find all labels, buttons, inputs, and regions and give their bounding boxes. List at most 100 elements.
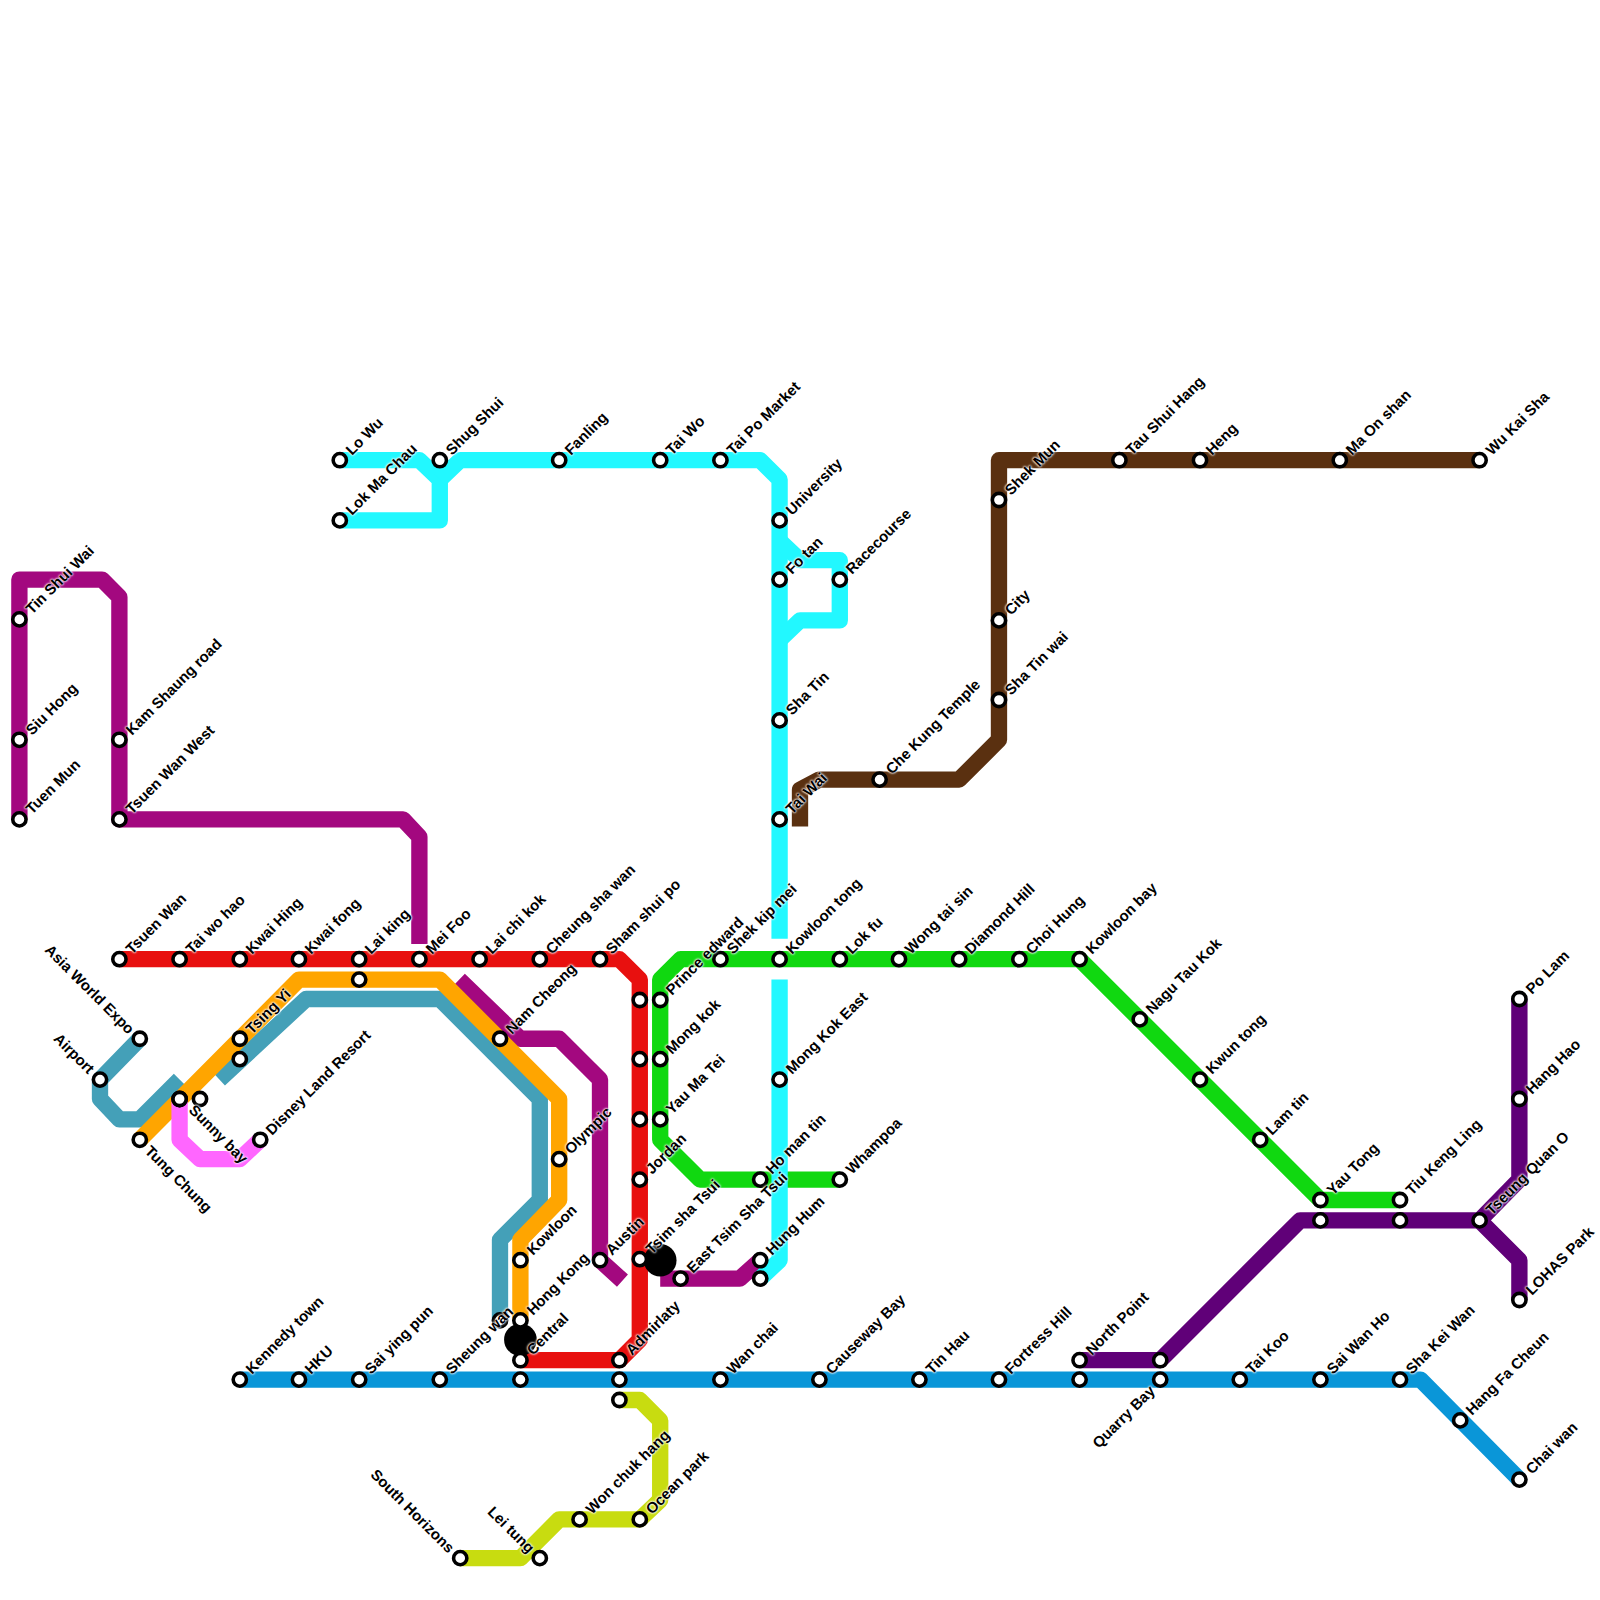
- station-label: Nagu Tau Kok: [1142, 935, 1225, 1018]
- station-dot: [353, 1373, 366, 1386]
- station-dot: [553, 454, 566, 467]
- station-dot: [333, 454, 346, 467]
- station-dot: [233, 1053, 246, 1066]
- station-label: Yau Tong: [1323, 1139, 1382, 1198]
- station-dot: [1333, 454, 1346, 467]
- line-purple: [19, 580, 419, 944]
- station-dot: [573, 1513, 586, 1526]
- station-label: Kwun tong: [1202, 1011, 1269, 1078]
- line-orange: [140, 980, 559, 1321]
- station-dot: [773, 714, 786, 727]
- station-label: Sha Tin wai: [1001, 628, 1071, 698]
- station-dot: [633, 1113, 646, 1126]
- station-dot: [654, 1053, 667, 1066]
- station-dot: [533, 1552, 546, 1565]
- line-teal: [219, 999, 539, 1320]
- station-label: Choi Hung: [1022, 891, 1088, 957]
- line-red: [119, 959, 639, 1360]
- station-label: Tai Wo: [662, 412, 708, 458]
- station-label: Lai king: [361, 905, 413, 957]
- station-label: Whampoa: [842, 1115, 905, 1178]
- station-dot: [773, 953, 786, 966]
- station-dot: [593, 953, 606, 966]
- station-dot: [514, 1314, 527, 1327]
- station-dot: [353, 973, 366, 986]
- station-dot: [1154, 1373, 1167, 1386]
- station-dot: [514, 1354, 527, 1367]
- station-dot: [633, 993, 646, 1006]
- station-dot: [1154, 1354, 1167, 1367]
- station-dot: [992, 493, 1005, 506]
- station-dot: [353, 953, 366, 966]
- station-label: Tau Shui Hang: [1122, 373, 1207, 458]
- station-dot: [654, 1113, 667, 1126]
- station-dot: [292, 953, 305, 966]
- station-dot: [1393, 1214, 1406, 1227]
- station-dot: [773, 1073, 786, 1086]
- station-label: Hang Hao: [1522, 1035, 1584, 1097]
- station-dot: [1454, 1414, 1467, 1427]
- station-dot: [1133, 1013, 1146, 1026]
- station-dot: [454, 1552, 467, 1565]
- station-dot: [1254, 1133, 1267, 1146]
- station-label: Tiu Keng Ling: [1402, 1115, 1485, 1198]
- station-label: Quarry Bay: [1089, 1382, 1158, 1451]
- station-dot: [433, 1373, 446, 1386]
- station-dot: [1073, 953, 1086, 966]
- station-dot: [1193, 1073, 1206, 1086]
- station-dot: [953, 953, 966, 966]
- station-dot: [1193, 454, 1206, 467]
- station-dot: [992, 693, 1005, 706]
- station-dot: [1013, 953, 1026, 966]
- station-label: Fortress Hill: [1001, 1304, 1075, 1378]
- station-label: Tin Hau: [922, 1327, 973, 1378]
- station-label: Racecourse: [842, 505, 914, 577]
- station-label: Fanling: [561, 408, 611, 458]
- station-label: Admirlaty: [622, 1297, 683, 1358]
- station-dot: [992, 614, 1005, 627]
- station-dot: [113, 953, 126, 966]
- station-dot: [133, 1133, 146, 1146]
- station-dot: [1314, 1214, 1327, 1227]
- station-dot: [1073, 1373, 1086, 1386]
- station-dot: [233, 953, 246, 966]
- station-dot: [633, 1253, 646, 1266]
- station-label: Wu Kai Sha: [1482, 388, 1552, 458]
- station-dot: [1073, 1354, 1086, 1367]
- station-dot: [93, 1073, 106, 1086]
- station-label: Lai chi kok: [482, 890, 549, 957]
- station-label: Sha Tin: [782, 668, 832, 718]
- station-label: Tai Po Market: [723, 378, 803, 458]
- station-dot: [533, 953, 546, 966]
- station-dot: [514, 1373, 527, 1386]
- station-dot: [654, 454, 667, 467]
- station-dot: [1113, 454, 1126, 467]
- station-label: North Point: [1082, 1288, 1152, 1358]
- station-label: Airport: [50, 1030, 97, 1077]
- station-label: Mong Kok East: [782, 989, 871, 1078]
- station-dot: [1393, 1193, 1406, 1206]
- station-label: Mong kok: [662, 996, 724, 1058]
- station-dot: [13, 733, 26, 746]
- station-label: LOHAS Park: [1522, 1223, 1597, 1298]
- station-dot: [613, 1354, 626, 1367]
- station-dot: [493, 1032, 506, 1045]
- station-dot: [992, 1373, 1005, 1386]
- station-dot: [13, 613, 26, 626]
- station-dot: [674, 1272, 687, 1285]
- station-dot: [633, 1173, 646, 1186]
- station-label: Nam Cheong: [502, 959, 579, 1036]
- station-dot: [833, 1173, 846, 1186]
- station-dot: [833, 573, 846, 586]
- line-dark-purple: [1080, 999, 1520, 1360]
- station-dot: [593, 1254, 606, 1267]
- station-dot: [173, 953, 186, 966]
- station-dot: [413, 953, 426, 966]
- line-dark-purple: [1480, 1220, 1520, 1300]
- station-label: Shug Shui: [442, 394, 506, 458]
- station-label: Sha Kei Wan: [1402, 1302, 1478, 1378]
- station-dot: [233, 1032, 246, 1045]
- station-label: South Horizons: [368, 1466, 458, 1556]
- station-dot: [1314, 1373, 1327, 1386]
- station-label: Lei tung: [484, 1503, 537, 1556]
